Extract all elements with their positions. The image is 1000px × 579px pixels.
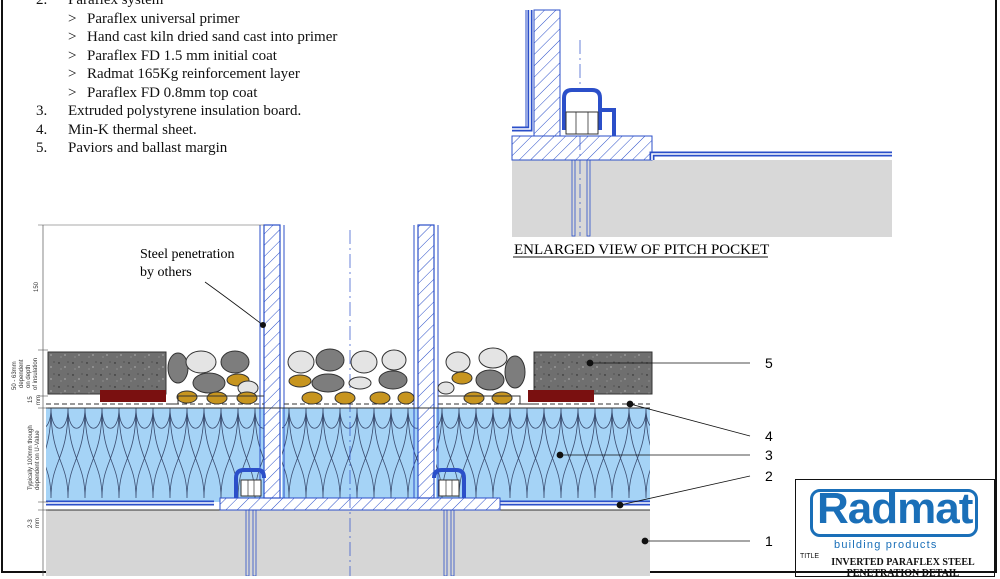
layer-label-5: 5 — [765, 355, 773, 371]
note-2-sub: >Hand cast kiln dried sand cast into pri… — [68, 29, 338, 45]
ballast-gravel — [167, 347, 526, 405]
callout-steel-leader — [204, 281, 264, 326]
note-2: 2.Paraflex system — [36, 0, 164, 8]
bolt-right — [438, 479, 460, 576]
enlarged-view-title: ENLARGED VIEW OF PITCH POCKET — [514, 242, 769, 258]
layer-leaders — [556, 359, 751, 545]
enlarged-plate — [511, 135, 653, 161]
note-5: 5.Paviors and ballast margin — [36, 140, 228, 156]
callout-steel-line1: Steel penetration — [140, 247, 234, 262]
enlarged-concrete — [512, 160, 892, 237]
dimension-column: 150 50 - 63mm dependent on depth of insu… — [12, 224, 264, 576]
logo-name: Radmat — [817, 484, 973, 533]
radmat-logo — [810, 489, 978, 537]
layer-label-2: 2 — [765, 468, 773, 484]
dim-membrane-2: mm — [35, 518, 41, 528]
dim-gap-2: mm — [36, 395, 42, 405]
dim-150: 150 — [34, 281, 40, 292]
bolt-left — [240, 479, 262, 576]
drawing-title: INVERTED PARAFLEX STEEL PENETRATION DETA… — [831, 557, 975, 579]
dim-insulation-1: Typically 100mm though — [28, 425, 34, 490]
dim-gap-1: 15 — [28, 396, 34, 403]
notes-list: 2.Paraflex system >Paraflex universal pr… — [36, 0, 337, 158]
callout-steel-line2: by others — [140, 265, 192, 280]
note-4: 4.Min-K thermal sheet. — [36, 121, 197, 138]
pavior-right — [533, 351, 653, 395]
layer-label-3: 3 — [765, 447, 773, 463]
steel-post-left — [263, 224, 281, 499]
enlarged-steel — [533, 9, 561, 137]
enlarged-view — [511, 9, 892, 237]
pavior-left — [47, 351, 167, 395]
enlarged-nut — [565, 111, 599, 135]
note-2-sub: >Paraflex FD 1.5 mm initial coat — [68, 47, 277, 64]
dim-paviors-3: on depth — [26, 365, 32, 388]
note-2-sub: >Paraflex universal primer — [68, 10, 240, 27]
main-section — [46, 224, 653, 576]
note-2-sub: >Radmat 165Kg reinforcement layer — [68, 66, 300, 82]
layer-label-4: 4 — [765, 428, 773, 444]
dim-membrane-1: 2-3 — [28, 519, 34, 528]
title-label: TITLE — [800, 553, 820, 560]
layer-label-1: 1 — [765, 533, 773, 549]
base-plate — [219, 497, 501, 511]
dim-paviors-2: dependent — [19, 359, 25, 388]
pad-left — [100, 390, 166, 402]
dim-insulation-2: dependent on U-Value — [35, 430, 41, 490]
logo-tagline: building products — [834, 539, 938, 551]
dim-paviors-4: of insulation — [33, 358, 39, 390]
steel-post-right — [417, 224, 435, 499]
dim-paviors-1: 50 - 63mm — [12, 361, 18, 390]
note-2-sub: >Paraflex FD 0.8mm top coat — [68, 84, 258, 101]
note-3: 3.Extruded polystyrene insulation board. — [36, 103, 302, 119]
concrete-deck — [46, 510, 650, 576]
insulation-left — [46, 408, 264, 502]
pad-right — [528, 390, 594, 402]
